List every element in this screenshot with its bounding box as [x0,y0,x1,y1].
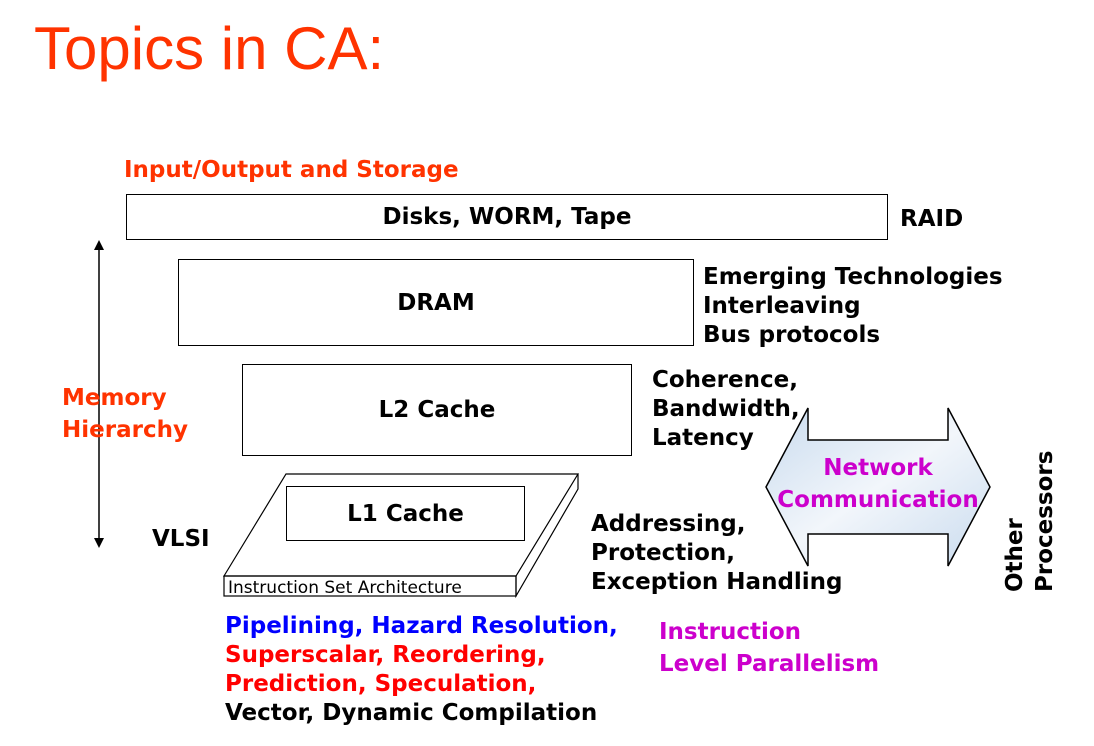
network-line: Communication [777,487,979,513]
l2-cache-label: L2 Cache [378,397,496,423]
l1-cache-box: L1 Cache [286,486,525,541]
memory-hierarchy-label: Memory Hierarchy [62,382,188,446]
other-processors-line: Processors [1032,450,1058,592]
l1-note: Protection, [591,540,736,566]
other-processors-line: Other [1002,518,1028,592]
ilp-line: Level Parallelism [659,651,880,677]
vlsi-label: VLSI [152,526,210,552]
dram-note: Interleaving [703,293,861,319]
other-processors-label: Other Processors [1000,451,1060,592]
l2-note: Bandwidth, [652,396,800,422]
l1-note: Addressing, [591,511,746,537]
page-title: Topics in CA: [34,15,385,82]
isa-label: Instruction Set Architecture [228,578,462,598]
network-line: Network [823,455,933,481]
l1-notes: Addressing, Protection, Exception Handli… [591,510,843,597]
l1-cache-label: L1 Cache [347,500,464,527]
dram-notes: Emerging Technologies Interleaving Bus p… [703,263,1003,350]
io-heading: Input/Output and Storage [124,157,459,183]
prediction-text: Prediction, Speculation, [225,671,537,697]
l2-note: Latency [652,425,754,451]
l2-cache-box: L2 Cache [242,364,632,456]
network-label: Network Communication [774,452,982,516]
memory-hierarchy-line: Hierarchy [62,417,188,443]
dram-box: DRAM [178,259,694,346]
l2-note: Coherence, [652,367,798,393]
dram-label: DRAM [397,289,475,316]
isa-platform [222,473,580,599]
ilp-label: Instruction Level Parallelism [659,616,879,680]
ilp-line: Instruction [659,619,802,645]
network-arrow [765,407,991,567]
dram-note: Emerging Technologies [703,264,1003,290]
l2-notes: Coherence, Bandwidth, Latency [652,366,800,453]
vector-text: Vector, Dynamic Compilation [225,700,598,726]
disks-label: Disks, WORM, Tape [382,204,632,230]
pipelining-text: Pipelining, [225,613,364,639]
superscalar-text: Superscalar, Reordering, [225,642,546,668]
dram-note: Bus protocols [703,322,881,348]
pipeline-topics: Pipelining, Hazard Resolution, Superscal… [225,612,618,728]
memory-hierarchy-arrow [94,240,104,548]
l1-note: Exception Handling [591,569,843,595]
raid-label: RAID [900,206,964,232]
hazard-text: Hazard Resolution, [371,613,618,639]
disks-box: Disks, WORM, Tape [126,194,888,240]
memory-hierarchy-line: Memory [62,385,167,411]
